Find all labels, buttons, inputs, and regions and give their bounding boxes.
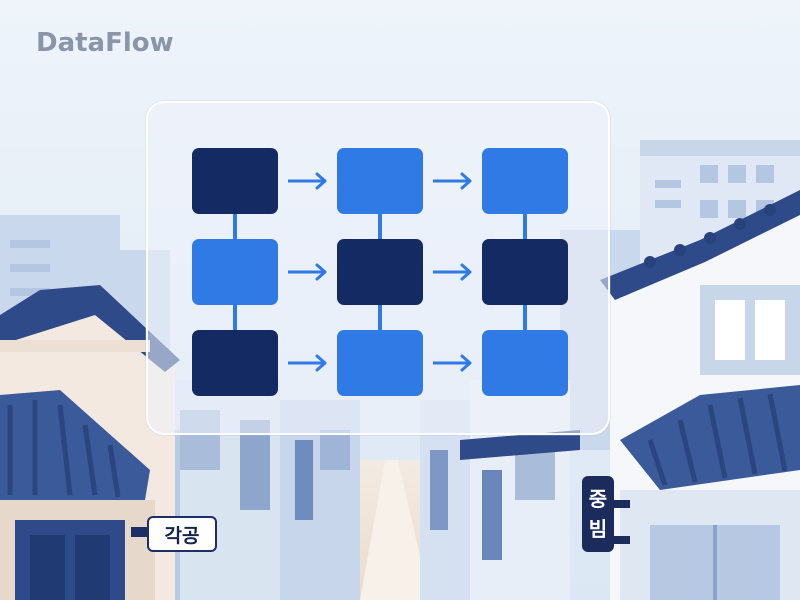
right-sign-bracket-bottom [612, 536, 630, 544]
vertical-connector [233, 305, 237, 330]
vertical-connector [378, 305, 382, 330]
arrow-right-icon [433, 263, 472, 281]
right-sign-text-2: 빔 [588, 517, 608, 541]
arrow-right-icon [433, 354, 472, 372]
left-sign-text: 각공 [164, 524, 200, 547]
vertical-connector [233, 214, 237, 239]
vertical-connector [523, 305, 527, 330]
flow-node-light [337, 330, 423, 396]
right-hanok [600, 190, 800, 600]
flow-node-light [192, 239, 278, 305]
arrow-right-icon [288, 263, 327, 281]
arrow-right-icon [288, 172, 327, 190]
flow-node-dark [337, 239, 423, 305]
arrow-right-icon [433, 172, 472, 190]
right-sign-bracket-top [612, 500, 630, 508]
flow-node-dark [192, 148, 278, 214]
flow-node-light [482, 148, 568, 214]
right-shop-sign: 중 빔 [582, 476, 614, 552]
vertical-connector [378, 214, 382, 239]
left-hanok [0, 285, 180, 600]
vertical-connector [523, 214, 527, 239]
flow-node-light [337, 148, 423, 214]
arrow-right-icon [288, 354, 327, 372]
right-sign-text-1: 중 [588, 487, 608, 511]
dataflow-diagram-panel [146, 101, 610, 435]
flow-diagram [192, 148, 568, 396]
flow-node-dark [482, 239, 568, 305]
app-title: DataFlow [36, 28, 174, 58]
left-shop-sign: 각공 [147, 516, 217, 552]
left-sign-bracket [131, 527, 149, 537]
flow-node-light [482, 330, 568, 396]
flow-node-dark [192, 330, 278, 396]
